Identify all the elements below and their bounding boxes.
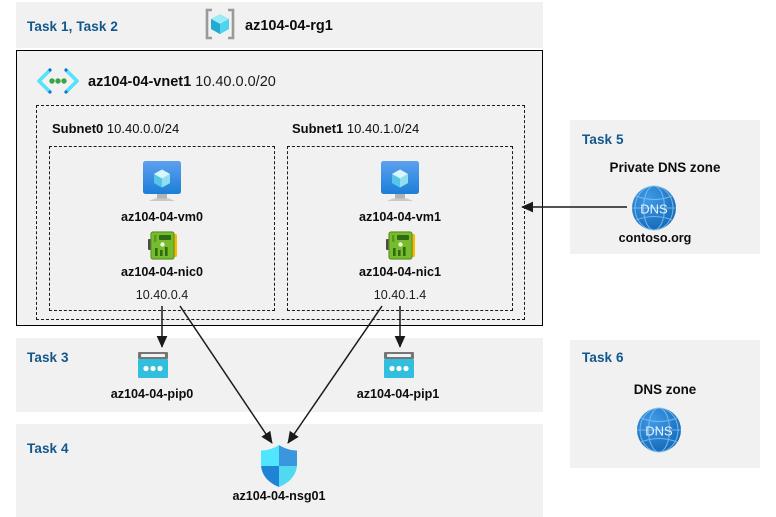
private-dns-zone-title: Private DNS zone — [609, 160, 721, 175]
task5-panel — [570, 120, 760, 254]
private-dns-zone-name: contoso.org — [618, 231, 692, 245]
nsg-label: az104-04-nsg01 — [232, 489, 326, 503]
task-label-1-2: Task 1, Task 2 — [27, 19, 118, 34]
vnet-name: az104-04-vnet1 — [88, 74, 192, 90]
resource-group-header-panel — [16, 2, 543, 48]
pip1-label: az104-04-pip1 — [356, 387, 440, 401]
vm0-label: az104-04-vm0 — [121, 210, 203, 224]
task3-panel — [16, 338, 543, 412]
public-ip-address-icon — [380, 350, 418, 382]
subnet0-name: Subnet0 — [52, 121, 104, 136]
subnet0-title: Subnet0 10.40.0.0/24 — [52, 121, 179, 136]
vnet-name-and-cidr: az104-04-vnet1 10.40.0.0/20 — [88, 74, 276, 90]
nic1-ip: 10.40.1.4 — [373, 288, 427, 302]
subnet1-title: Subnet1 10.40.1.0/24 — [292, 121, 419, 136]
network-interface-icon — [384, 230, 417, 261]
network-interface-icon — [146, 230, 179, 261]
nic0-ip: 10.40.0.4 — [135, 288, 189, 302]
task-label-5: Task 5 — [582, 132, 624, 147]
nic0-label: az104-04-nic0 — [121, 265, 203, 279]
task-label-6: Task 6 — [582, 350, 624, 365]
nic1-label: az104-04-nic1 — [359, 265, 441, 279]
vnet-cidr: 10.40.0.0/20 — [195, 74, 276, 90]
subnet1-name: Subnet1 — [292, 121, 344, 136]
subnets-outer-dashed-region — [36, 105, 525, 320]
vnet-container — [16, 50, 543, 326]
dns-icon-text: DNS — [645, 424, 673, 439]
dns-globe-icon: DNS — [629, 183, 679, 233]
virtual-machine-icon — [374, 160, 426, 205]
dns-icon-text: DNS — [640, 202, 668, 217]
vm1-label: az104-04-vm1 — [359, 210, 441, 224]
dns-zone-title: DNS zone — [633, 382, 697, 397]
subnet1-cidr: 10.40.1.0/24 — [346, 121, 420, 136]
virtual-machine-icon — [136, 160, 188, 205]
subnet0-cidr: 10.40.0.0/24 — [106, 121, 180, 136]
public-ip-address-icon — [134, 350, 172, 382]
network-security-group-shield-icon — [258, 444, 300, 488]
task-label-4: Task 4 — [27, 441, 69, 456]
virtual-network-icon — [36, 68, 80, 94]
pip0-label: az104-04-pip0 — [110, 387, 194, 401]
task-label-3: Task 3 — [27, 350, 69, 365]
resource-group-cube-icon — [203, 8, 237, 40]
dns-globe-icon: DNS — [634, 405, 684, 455]
resource-group-name: az104-04-rg1 — [245, 18, 333, 34]
